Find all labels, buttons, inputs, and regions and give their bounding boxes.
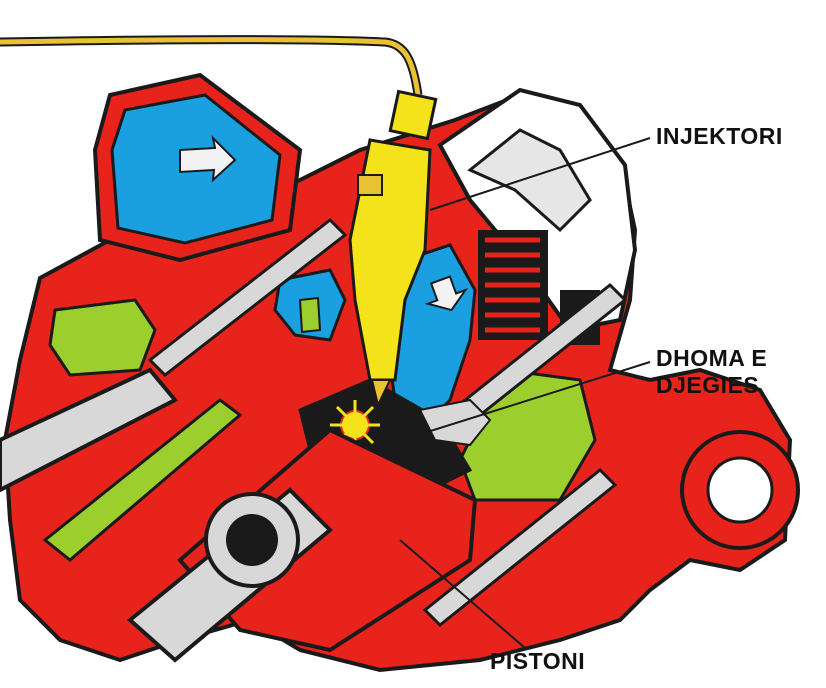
flow-arrow-icon-2 [424,275,469,312]
lower-rod [0,367,179,493]
injector-body [348,138,432,382]
fuel-spray-burst [330,400,380,450]
injector-leader-line [429,137,651,211]
oil-passage-small [298,296,322,334]
injector-nozzle [370,379,392,408]
combustion-chamber-label: DHOMA E DJEGIES [656,345,767,399]
piston-leader-line [399,539,526,649]
flow-arrow-icon [179,134,237,183]
leader-lines [369,137,651,649]
chamber-leader-line [369,361,651,451]
piston-label: PISTONI [490,648,586,674]
head-bolt-left [147,218,348,377]
oil-gallery [42,398,243,562]
spray-rays [330,400,380,450]
oil-passage-left [48,298,157,377]
injector-label: INJEKTORI [656,123,783,149]
rocker-shaft-hole [706,456,774,524]
fuel-line [0,37,421,96]
piston-pin [226,514,278,566]
combustion-chamber-label-line1: DHOMA E [656,345,768,371]
head-bolt-right [422,467,618,628]
combustion-chamber-label-line2: DJEGIES [656,372,760,398]
rocker-arm [467,128,592,233]
injector-assembly [348,89,438,408]
spring-coils [485,237,540,333]
injector-fitting [388,89,438,141]
injector-clamp [357,174,383,196]
